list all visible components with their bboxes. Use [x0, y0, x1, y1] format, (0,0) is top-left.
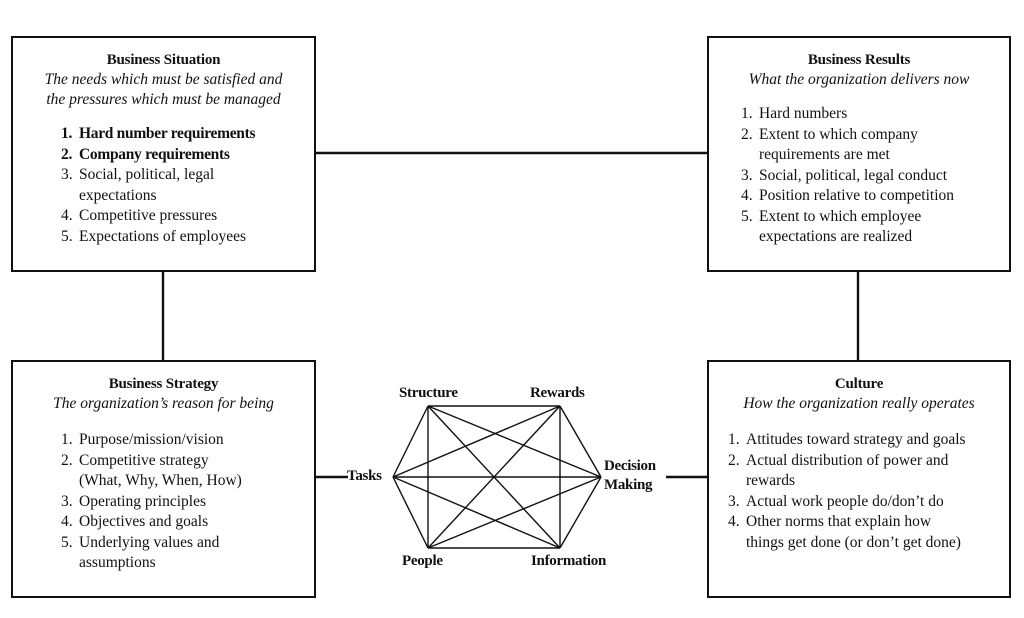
list-item: 3.Operating principles [61, 492, 206, 510]
business-situation-subtitle: The needs which must be satisfied and th… [23, 70, 304, 110]
list-item: 2.Competitive strategy [61, 451, 209, 469]
list-item: 4.Position relative to competition [741, 187, 955, 204]
node-tasks-label: Tasks [347, 468, 382, 484]
list-item: 4.Objectives and goals [61, 513, 209, 530]
business-results-box: Business Results What the organization d… [707, 36, 1011, 272]
culture-list: 1.Attitudes toward strategy and goals 2.… [728, 430, 1009, 553]
subtitle-line: The needs which must be satisfied and [44, 71, 283, 88]
edge-tasks-structure [392, 405, 429, 478]
culture-subtitle: How the organization really operates [743, 395, 975, 412]
node-rewards-label: Rewards [530, 385, 585, 401]
list-item: 2.Actual distribution of power and [728, 451, 949, 469]
business-results-list: 1.Hard numbers 2.Extent to which company… [741, 104, 1009, 248]
edge-tasks-information [392, 476, 561, 549]
decision-label-line: Decision [604, 458, 656, 474]
organization-hexagon [392, 405, 602, 549]
node-decision-making-label: Decision Making [604, 457, 656, 495]
making-label-line: Making [604, 477, 653, 493]
business-situation-list: 1.Hard number requirements 2.Company req… [61, 124, 314, 247]
list-item: 2.Company requirements [61, 145, 230, 163]
list-item: 2.Extent to which company [741, 125, 918, 143]
list-item: 1.Hard numbers [741, 105, 848, 122]
list-item: expectations [79, 186, 157, 204]
business-situation-box: Business Situation The needs which must … [11, 36, 316, 272]
list-item: expectations are realized [759, 228, 913, 245]
list-item: 5.Underlying values and [61, 533, 220, 551]
list-item: (What, Why, When, How) [79, 472, 242, 489]
list-item: 1.Attitudes toward strategy and goals [728, 431, 966, 448]
edge-decision-information [559, 476, 602, 549]
edge-rewards-decision [559, 405, 602, 478]
edge-structure-decision [427, 405, 602, 478]
list-item: 5.Extent to which employee [741, 207, 922, 225]
business-results-title: Business Results [807, 52, 911, 68]
list-item: 1.Purpose/mission/vision [61, 431, 224, 448]
business-strategy-title: Business Strategy [108, 376, 219, 392]
culture-box: Culture How the organization really oper… [707, 360, 1011, 598]
node-people-label: People [402, 553, 443, 569]
list-item: 3.Social, political, legal [61, 166, 215, 183]
business-situation-title: Business Situation [106, 52, 221, 68]
list-item: 4.Competitive pressures [61, 207, 218, 224]
list-item: requirements are met [759, 146, 890, 163]
business-results-subtitle: What the organization delivers now [748, 71, 970, 88]
business-strategy-box: Business Strategy The organization’s rea… [11, 360, 316, 598]
list-item: rewards [746, 472, 796, 489]
culture-title: Culture [834, 376, 884, 392]
list-item: 5.Expectations of employees [61, 227, 247, 245]
edge-people-tasks [392, 476, 429, 549]
list-item: assumptions [79, 554, 156, 571]
business-strategy-list: 1.Purpose/mission/vision 2.Competitive s… [61, 430, 314, 574]
list-item: 1.Hard number requirements [61, 125, 256, 142]
node-information-label: Information [531, 553, 607, 569]
list-item: 3.Actual work people do/don’t do [728, 492, 944, 510]
list-item: 3.Social, political, legal conduct [741, 166, 948, 184]
subtitle-line: the pressures which must be managed [46, 91, 281, 108]
list-item: things get done (or don’t get done) [746, 533, 961, 551]
node-structure-label: Structure [399, 385, 458, 401]
list-item: 4.Other norms that explain how [728, 513, 932, 530]
business-strategy-subtitle: The organization’s reason for being [53, 395, 274, 412]
edge-rewards-tasks [392, 405, 561, 478]
edge-decision-people [427, 476, 602, 549]
